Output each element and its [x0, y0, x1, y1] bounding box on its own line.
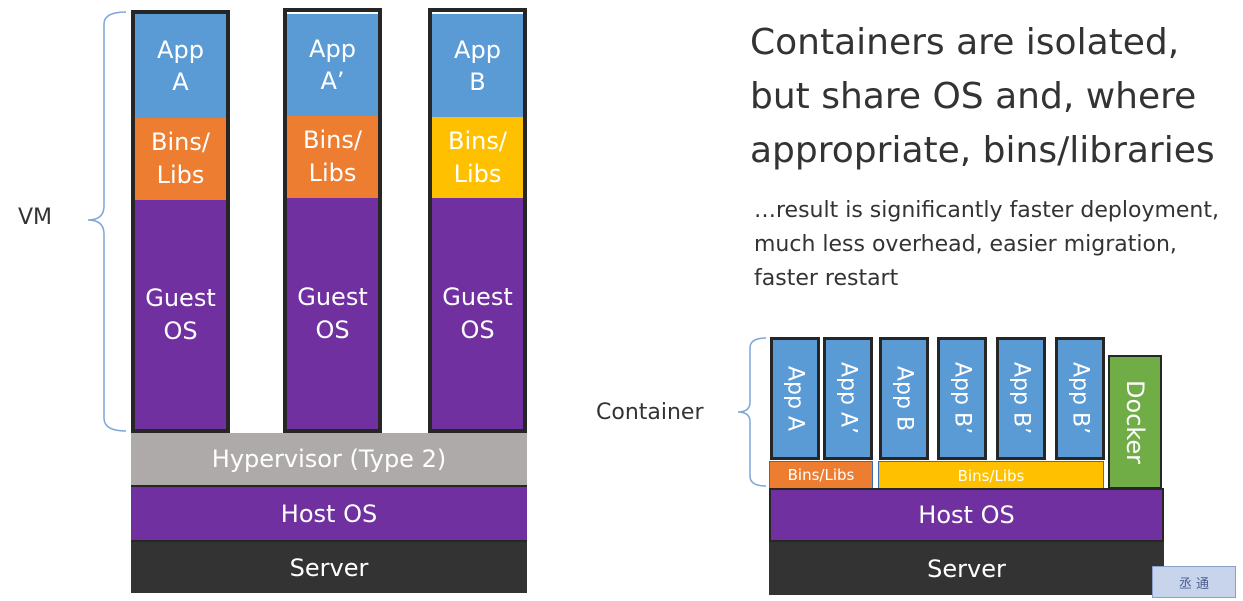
watermark-logo: 丞 通 [1152, 566, 1236, 598]
vm-guest-os-2: Guest OS [287, 198, 378, 430]
container-server: Server [769, 542, 1164, 595]
subtext-line-2: much less overhead, easier migration, [754, 232, 1177, 257]
vm-guest-os-1: Guest OS [135, 200, 226, 430]
vm-app-b: App B [432, 14, 523, 117]
subtext-line-3: faster restart [754, 266, 899, 291]
vm-host-os: Host OS [131, 485, 527, 540]
container-label: Container [596, 400, 704, 425]
container-bins-libs-orange: Bins/Libs [769, 461, 873, 489]
container-bins-libs-yellow: Bins/Libs [878, 461, 1104, 490]
vm-guest-os-3: Guest OS [432, 198, 523, 430]
subtext-line-1: …result is significantly faster deployme… [754, 198, 1219, 223]
vm-bins-libs-1: Bins/ Libs [135, 118, 226, 200]
container-docker: Docker [1108, 355, 1162, 489]
vm-hypervisor: Hypervisor (Type 2) [131, 433, 527, 485]
vm-bracket [87, 11, 127, 432]
vm-app-a: App A [135, 14, 226, 118]
container-app-b-prime-2: App B’ [996, 337, 1046, 460]
vm-bins-libs-2: Bins/ Libs [287, 116, 378, 198]
vm-stack-border-2 [283, 8, 382, 433]
heading-line-2: but share OS and, where [750, 76, 1197, 117]
vm-server: Server [131, 540, 527, 593]
vm-app-a-prime: App A’ [287, 14, 378, 116]
vm-bins-libs-3: Bins/ Libs [432, 117, 523, 198]
vm-stack-border-3 [428, 8, 527, 433]
heading-line-3: appropriate, bins/libraries [750, 130, 1215, 171]
container-app-b-prime-1: App B’ [937, 337, 987, 460]
vm-label: VM [18, 205, 53, 230]
container-app-b: App B [879, 337, 929, 460]
container-app-a: App A [770, 337, 820, 460]
container-app-a-prime: App A’ [823, 337, 873, 460]
container-bracket [737, 337, 767, 487]
vm-stack-border-1 [131, 10, 230, 433]
container-app-b-prime-3: App B’ [1055, 337, 1105, 460]
heading-line-1: Containers are isolated, [750, 22, 1180, 63]
container-host-os: Host OS [769, 488, 1164, 542]
